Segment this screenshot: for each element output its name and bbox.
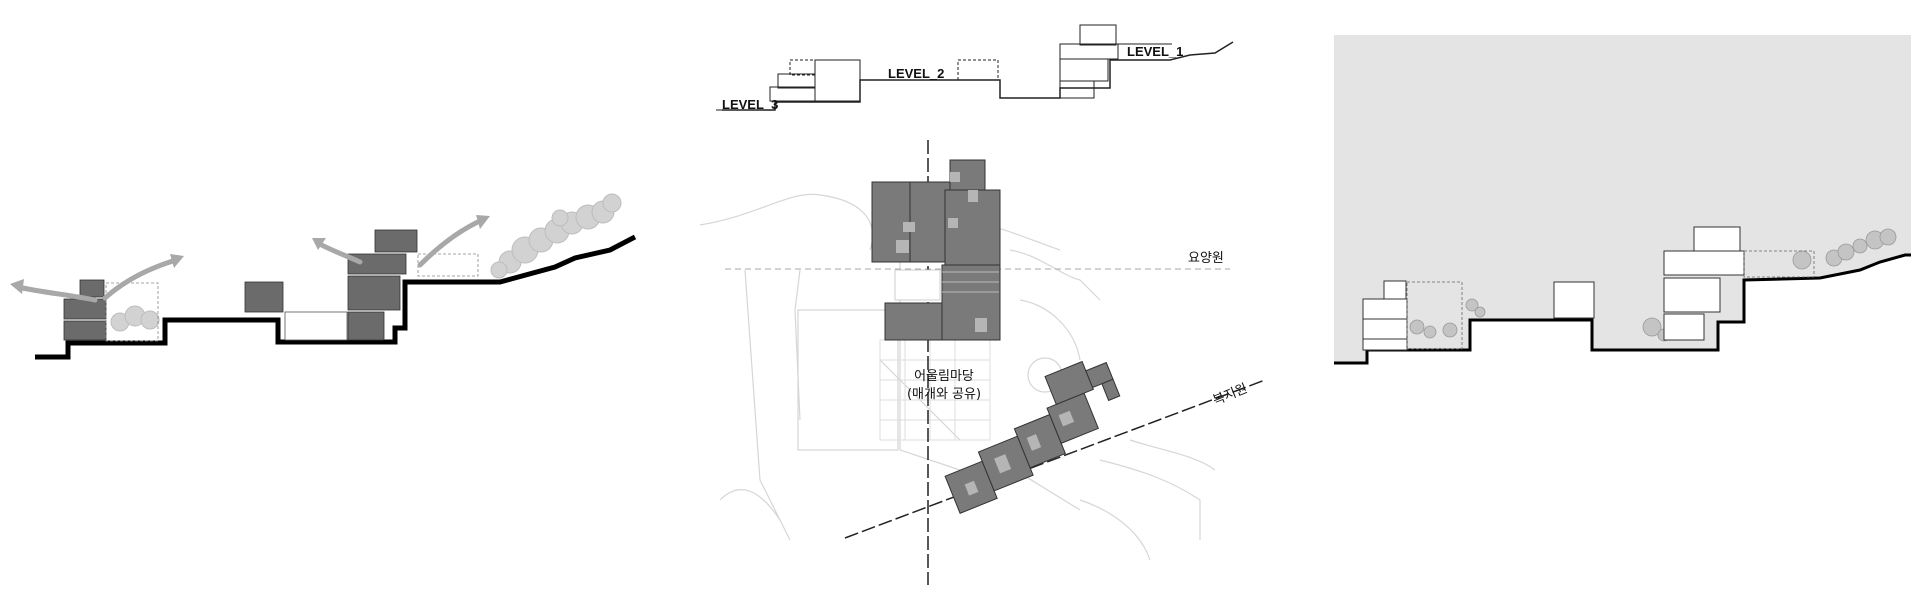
airflow-arrowhead bbox=[10, 215, 490, 294]
building-outline bbox=[1362, 226, 1745, 351]
level-3-label: LEVEL_3 bbox=[722, 97, 778, 112]
building-mass bbox=[347, 311, 385, 341]
airflow-arrow-icon bbox=[15, 217, 485, 303]
courtyard-void bbox=[1743, 250, 1815, 278]
building-mass bbox=[374, 229, 418, 253]
zone-label-nursing-home: 요양원 bbox=[1188, 251, 1224, 266]
ground-line bbox=[35, 234, 637, 360]
nursing-home-building bbox=[871, 159, 1001, 341]
sunken-court bbox=[284, 311, 348, 341]
welfare-center-building bbox=[944, 360, 1121, 514]
building-mass bbox=[79, 279, 105, 298]
site-plan: 요양원 복지원 어울림마당 (매개와 공유) bbox=[699, 140, 1266, 585]
building-mass bbox=[63, 298, 107, 320]
right-section-diagram bbox=[1334, 35, 1911, 365]
building-mass bbox=[347, 275, 401, 311]
building-mass bbox=[347, 253, 407, 275]
tree-icon bbox=[1409, 228, 1897, 342]
ground-fill bbox=[1334, 255, 1911, 363]
level-2-label: LEVEL_2 bbox=[888, 66, 944, 81]
ground-line bbox=[1334, 253, 1911, 365]
center-plaza-label: 어울림마당 bbox=[914, 369, 974, 384]
center-plaza-sublabel: (매개와 공유) bbox=[907, 387, 981, 402]
zone-label-welfare-center: 복지원 bbox=[1211, 381, 1250, 408]
tree-icon bbox=[110, 193, 622, 332]
axis-diagonal bbox=[844, 379, 1266, 539]
building-mass bbox=[63, 320, 107, 341]
left-section-diagram bbox=[10, 193, 637, 360]
level-1-label: LEVEL_1 bbox=[1127, 44, 1183, 59]
building-mass bbox=[244, 281, 284, 313]
courtyard-void bbox=[1406, 281, 1463, 350]
courtyard-void bbox=[105, 282, 159, 342]
level-section-diagram bbox=[716, 24, 1234, 111]
